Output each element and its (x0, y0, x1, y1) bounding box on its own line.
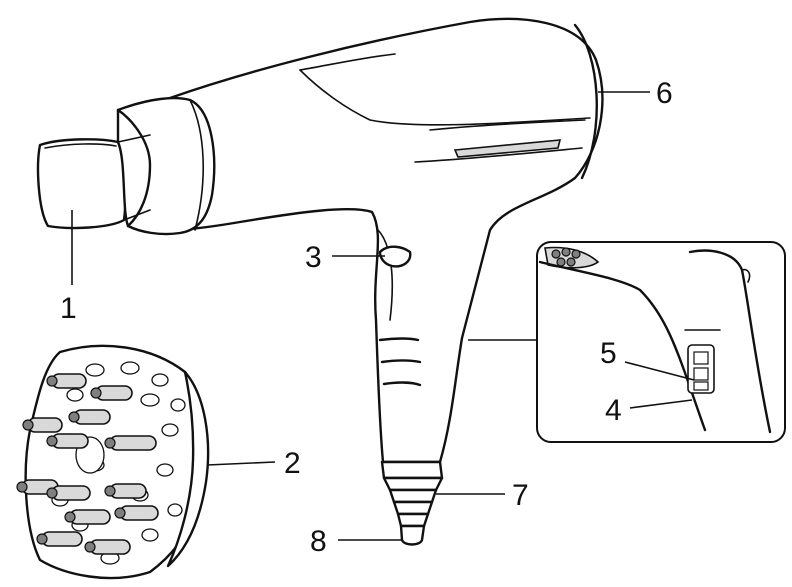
callout-5: 5 (600, 337, 617, 370)
cool-shot-button (378, 245, 412, 268)
hanging-loop (399, 524, 426, 546)
callout-1: 1 (60, 292, 77, 325)
concentrator-nozzle (36, 108, 152, 230)
hair-dryer (116, 17, 604, 546)
diffuser-fingers (16, 373, 159, 555)
rear-filter (573, 23, 598, 180)
callout-labels: 1 2 3 4 5 6 7 8 (60, 77, 673, 558)
leader-lines (71, 91, 695, 541)
dryer-body (148, 17, 604, 464)
diffuser (16, 344, 210, 580)
switch-detail-inset (536, 241, 786, 443)
callout-6: 6 (656, 77, 673, 110)
callout-4: 4 (605, 394, 622, 427)
cord-strain-relief (382, 476, 444, 528)
callout-8: 8 (310, 525, 327, 558)
callout-3: 3 (305, 241, 322, 274)
callout-2: 2 (284, 447, 301, 480)
side-vent (453, 139, 562, 158)
callout-7: 7 (512, 479, 529, 512)
